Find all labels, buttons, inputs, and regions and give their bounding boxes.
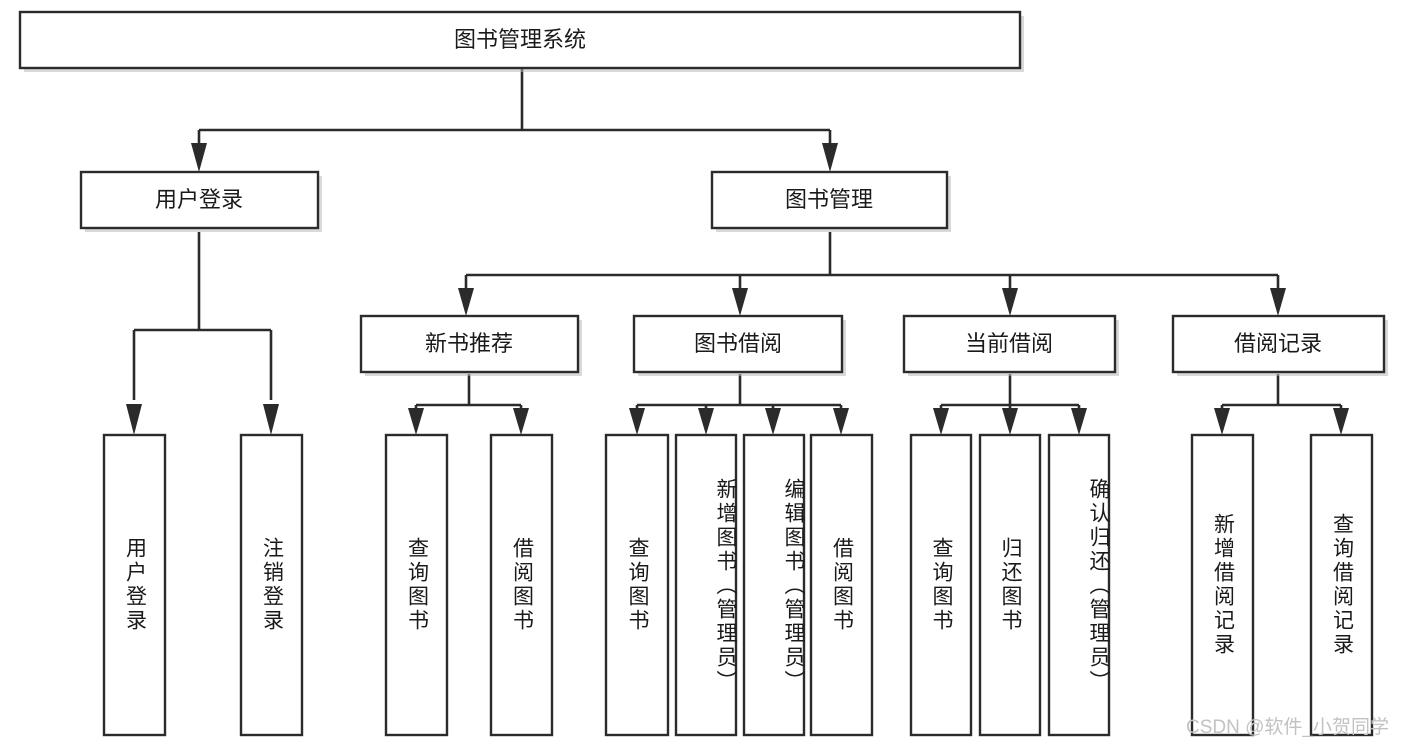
node-book-management[interactable]: 图书管理: [710, 170, 951, 232]
node-root-box[interactable]: [18, 10, 1022, 70]
leaf-box-edit-book[interactable]: [742, 433, 806, 737]
node-bb-label: 图书借阅: [694, 331, 782, 356]
node-root[interactable]: 图书管理系统: [18, 10, 1024, 72]
arrow-head-leaf-confirm-return: [1071, 408, 1087, 435]
node-root-label: 图书管理系统: [454, 27, 586, 52]
leaf-box-add-record[interactable]: [1190, 433, 1255, 737]
connector-book-management-to-level3: [458, 232, 1286, 316]
node-br-box[interactable]: [1171, 314, 1386, 374]
node-br-label: 借阅记录: [1234, 331, 1322, 356]
connector-borrow-record-to-leaves: [1214, 374, 1349, 435]
connector-book-borrow-to-leaves: [629, 374, 849, 435]
leaf-box-return-book[interactable]: [978, 433, 1042, 737]
node-user-login[interactable]: 用户登录: [79, 170, 322, 232]
arrow-head-leaf-return-book: [1002, 408, 1018, 435]
node-cb-box[interactable]: [902, 314, 1117, 374]
csdn-watermark: CSDN @软件_小贺同学: [1186, 717, 1389, 738]
node-book-management-box[interactable]: [710, 170, 949, 230]
connector-current-borrow-to-leaves: [933, 374, 1087, 435]
node-user-login-box[interactable]: [79, 170, 320, 230]
leaf-box-user-logout[interactable]: [239, 433, 304, 737]
leaf-box-borrow-book-2[interactable]: [809, 433, 874, 737]
leaf-box-user-login[interactable]: [102, 433, 167, 737]
connector-root-to-level2: [191, 69, 838, 172]
connector-new-book-recommend-to-leaves: [408, 374, 529, 435]
arrow-head-new-book-recommend: [458, 288, 474, 316]
arrow-head-book-management: [822, 143, 838, 172]
node-user-login-label: 用户登录: [155, 187, 243, 212]
connector-user-login-to-leaves: [126, 232, 279, 435]
arrow-head-leaf-query-book-2: [629, 408, 645, 435]
node-new-book-recommend[interactable]: 新书推荐: [359, 314, 582, 376]
leaf-box-borrow-book-1[interactable]: [489, 433, 554, 737]
arrow-head-leaf-query-book-1: [408, 408, 424, 435]
arrow-head-leaf-borrow-book-2: [833, 408, 849, 435]
leaf-box-query-book-3[interactable]: [909, 433, 973, 737]
arrow-head-user-login: [191, 143, 207, 172]
leaf-box-add-book[interactable]: [674, 433, 738, 737]
arrow-head-leaf-add-record: [1214, 408, 1230, 435]
arrow-head-leaf-query-record: [1333, 408, 1349, 435]
node-nbr-box[interactable]: [359, 314, 580, 374]
leaf-box-query-book-1[interactable]: [384, 433, 449, 737]
arrow-head-leaf-user-logout: [263, 404, 279, 435]
leaf-box-confirm-return[interactable]: [1047, 433, 1111, 737]
arrow-head-leaf-add-book: [698, 408, 714, 435]
arrow-head-leaf-user-login: [126, 404, 142, 435]
arrow-head-leaf-borrow-book-1: [513, 408, 529, 435]
node-book-borrow[interactable]: 图书借阅: [632, 314, 846, 376]
node-cb-label: 当前借阅: [965, 331, 1053, 356]
node-bb-box[interactable]: [632, 314, 844, 374]
arrow-head-book-borrow: [732, 288, 748, 316]
leaf-boxes: [102, 433, 1374, 737]
node-borrow-record[interactable]: 借阅记录: [1171, 314, 1388, 376]
node-nbr-label: 新书推荐: [425, 331, 513, 356]
arrow-head-current-borrow: [1002, 288, 1018, 316]
arrow-head-borrow-record: [1270, 288, 1286, 316]
leaf-box-query-record[interactable]: [1309, 433, 1374, 737]
arrow-head-leaf-query-book-3: [933, 408, 949, 435]
node-book-management-label: 图书管理: [785, 187, 873, 212]
node-current-borrow[interactable]: 当前借阅: [902, 314, 1119, 376]
arrow-head-leaf-edit-book: [765, 408, 781, 435]
leaf-box-query-book-2[interactable]: [604, 433, 670, 737]
